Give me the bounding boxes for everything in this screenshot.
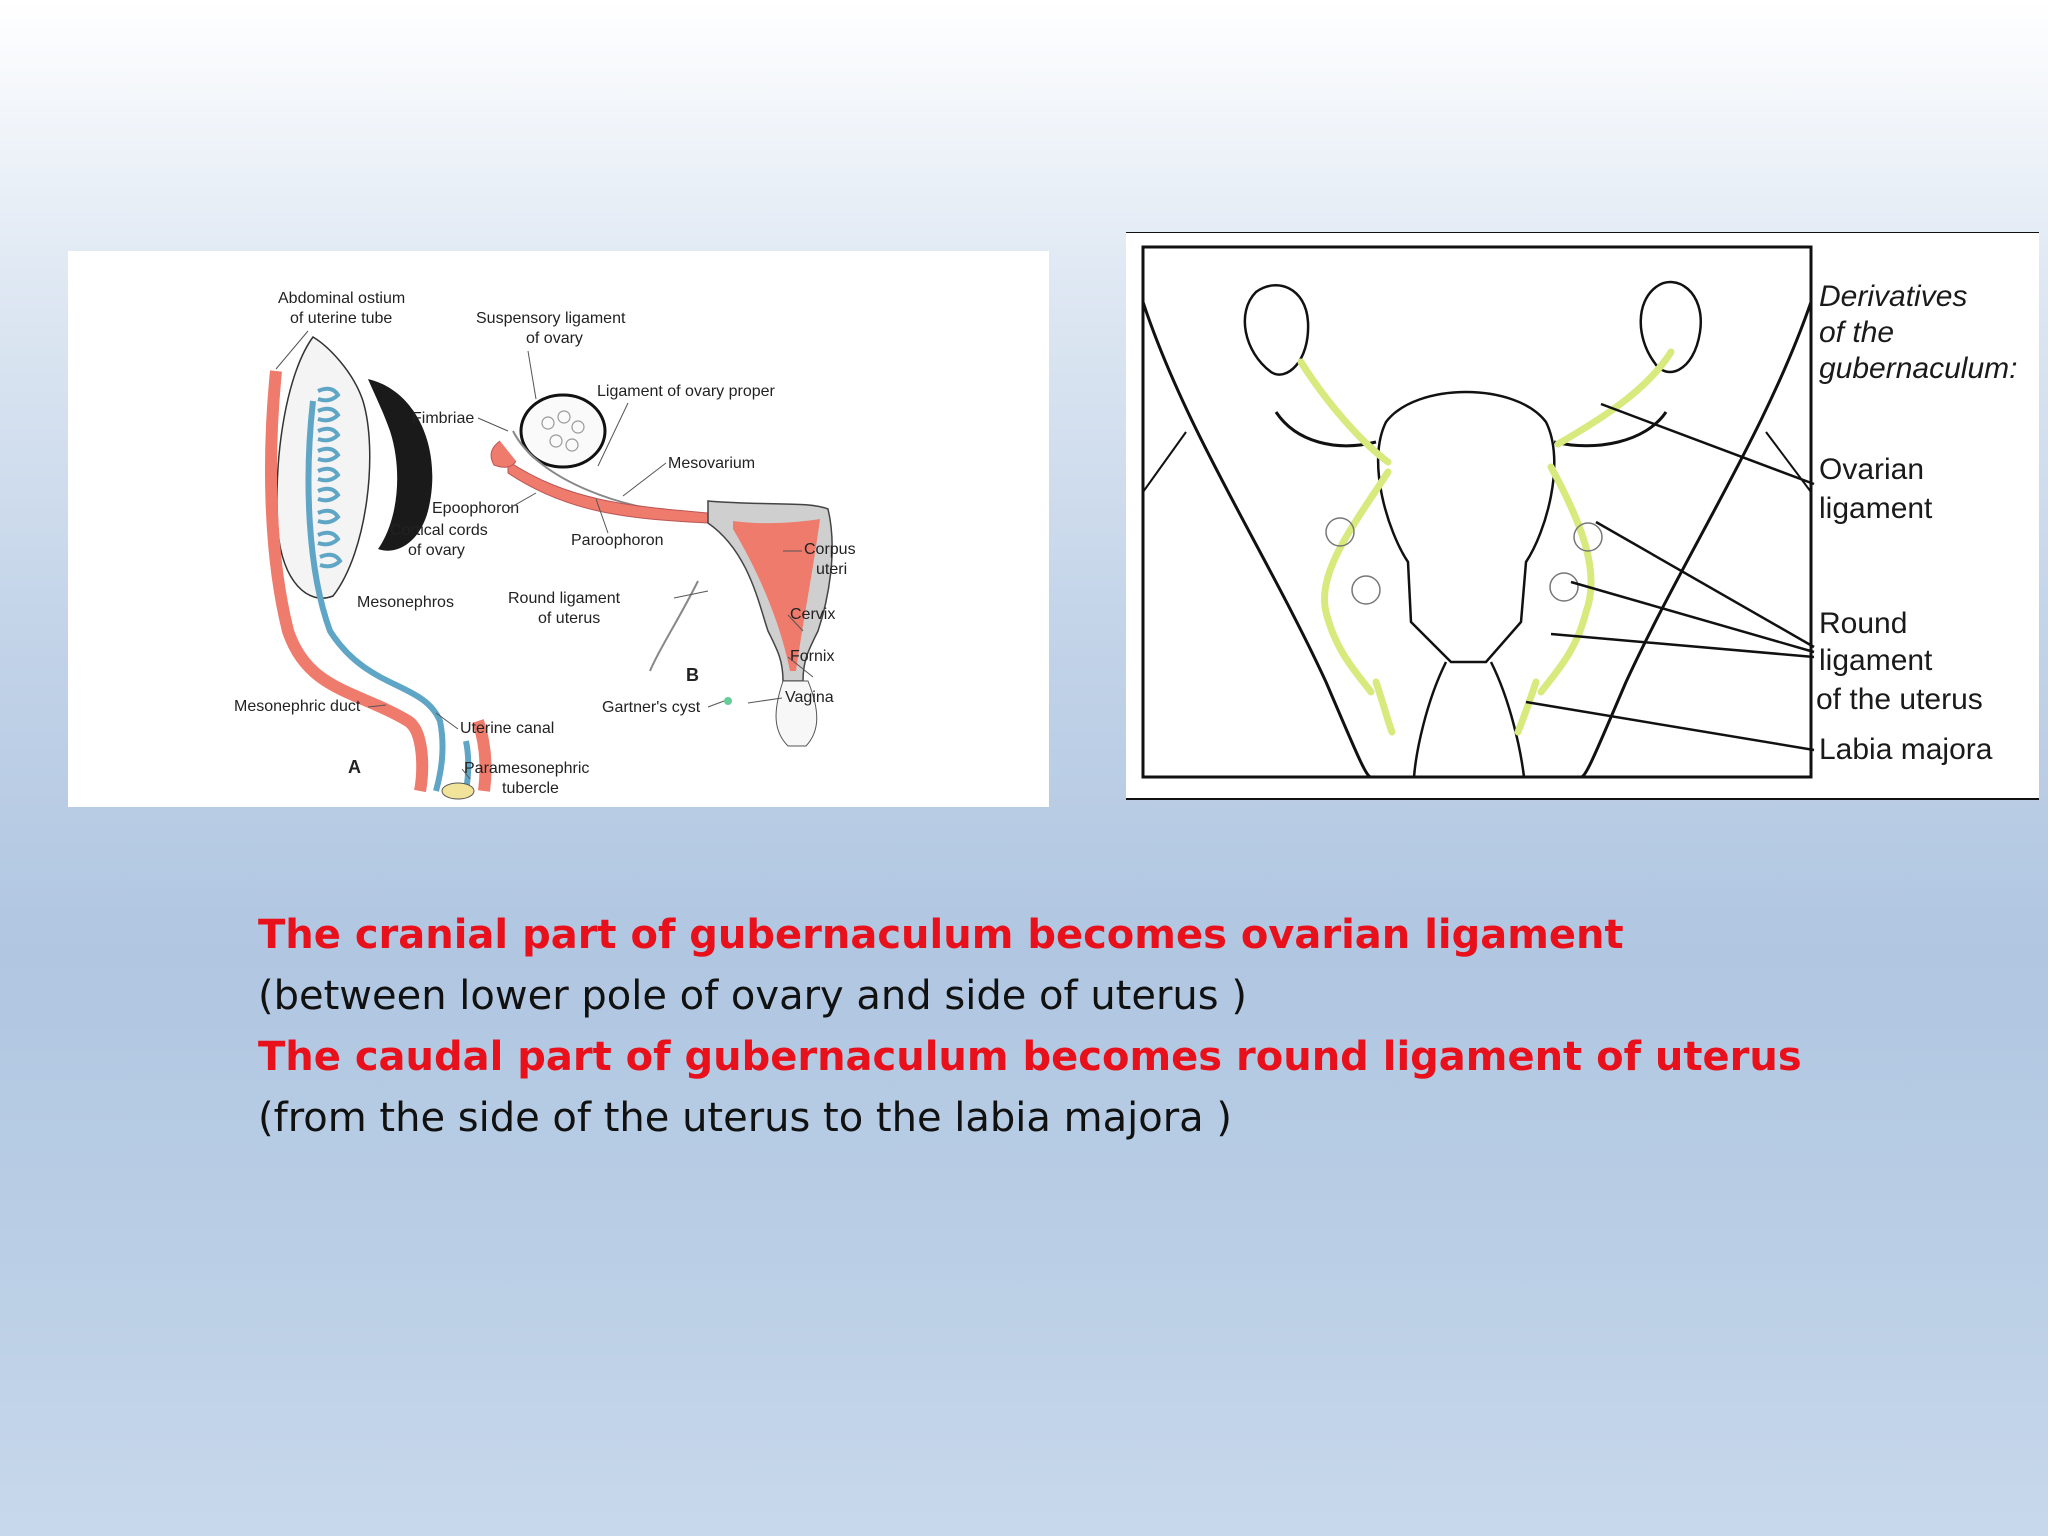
label-derivatives-3: gubernaculum: [1819, 352, 2017, 385]
label-round-ligament-3: of the uterus [1816, 683, 1983, 716]
label-ovarian-ligament-2: ligament [1819, 492, 1933, 525]
label-epoophoron: Epoophoron [432, 500, 519, 517]
gubernaculum-green-ligaments [1297, 348, 1675, 736]
label-round-ligament-2: of uterus [538, 610, 600, 627]
label-cervix: Cervix [790, 606, 835, 623]
pelvis-illustration [1141, 280, 1813, 779]
caption-paragraph-2: The caudal part of gubernaculum becomes … [258, 1027, 1818, 1088]
label-mesonephric-duct: Mesonephric duct [234, 698, 361, 715]
label-ovarian-ligament-1: Ovarian [1819, 453, 1924, 486]
label-derivatives-1: Derivatives [1819, 280, 1967, 313]
gubernaculum-derivatives-figure: Derivatives of the gubernaculum: Ovarian… [1126, 232, 2039, 800]
label-labia-majora: Labia majora [1819, 733, 1993, 766]
inner-frame [1141, 245, 1813, 779]
label-corpus-uteri-2: uteri [816, 561, 847, 578]
label-a: A [348, 757, 361, 777]
label-cortical-cords-2: of ovary [408, 542, 465, 559]
caption-cranial-detail: (between lower pole of ovary and side of… [258, 973, 1247, 1019]
label-b: B [686, 665, 699, 685]
label-suspensory-1: Suspensory ligament [476, 310, 626, 327]
diagram-b-illustration [490, 393, 833, 747]
label-gartners-cyst: Gartner's cyst [602, 699, 701, 716]
slide-caption: The cranial part of gubernaculum becomes… [258, 905, 1818, 1149]
label-paramesonephric-1: Paramesonephric [464, 760, 589, 777]
figure-right-labels: Derivatives of the gubernaculum: Ovarian… [1816, 280, 2017, 766]
gubernaculum-derivatives-drawing: Derivatives of the gubernaculum: Ovarian… [1126, 232, 2039, 800]
label-abdominal-ostium-1: Abdominal ostium [278, 290, 405, 307]
label-suspensory-2: of ovary [526, 330, 583, 347]
label-fimbriae: Fimbriae [412, 410, 474, 427]
ligament-ring-markers [1325, 517, 1603, 605]
caption-caudal-statement: The caudal part of gubernaculum becomes … [258, 1034, 1802, 1080]
caption-cranial-statement: The cranial part of gubernaculum becomes… [258, 912, 1624, 958]
caption-paragraph-1: The cranial part of gubernaculum becomes… [258, 905, 1818, 1027]
label-paramesonephric-2: tubercle [502, 780, 559, 797]
label-round-ligament-2: ligament [1819, 644, 1933, 677]
label-mesonephros: Mesonephros [357, 594, 454, 611]
label-round-ligament-1: Round [1819, 607, 1907, 640]
caption-caudal-detail: (from the side of the uterus to the labi… [258, 1095, 1232, 1141]
label-paroophoron: Paroophoron [571, 532, 664, 549]
label-corpus-uteri-1: Corpus [804, 541, 856, 558]
female-duct-development-drawing: Abdominal ostium of uterine tube Suspens… [234, 290, 856, 800]
caption-paragraph-3: (from the side of the uterus to the labi… [258, 1088, 1818, 1149]
label-vagina: Vagina [785, 689, 834, 706]
label-fornix: Fornix [790, 648, 834, 665]
figure-left-labels: Abdominal ostium of uterine tube Suspens… [234, 290, 856, 797]
figure-right-leader-lines [1525, 402, 1815, 752]
figure-left-leader-lines [275, 330, 814, 780]
label-ligament-ovary-proper: Ligament of ovary proper [597, 383, 776, 400]
label-derivatives-2: of the [1819, 316, 1894, 349]
label-mesovarium: Mesovarium [668, 455, 755, 472]
diagram-a-illustration [265, 336, 492, 800]
female-duct-development-figure: Abdominal ostium of uterine tube Suspens… [68, 251, 1049, 807]
label-round-ligament-1: Round ligament [508, 590, 621, 607]
label-abdominal-ostium-2: of uterine tube [290, 310, 392, 327]
label-uterine-canal: Uterine canal [460, 720, 554, 737]
label-cortical-cords-1: Cortical cords [390, 522, 488, 539]
